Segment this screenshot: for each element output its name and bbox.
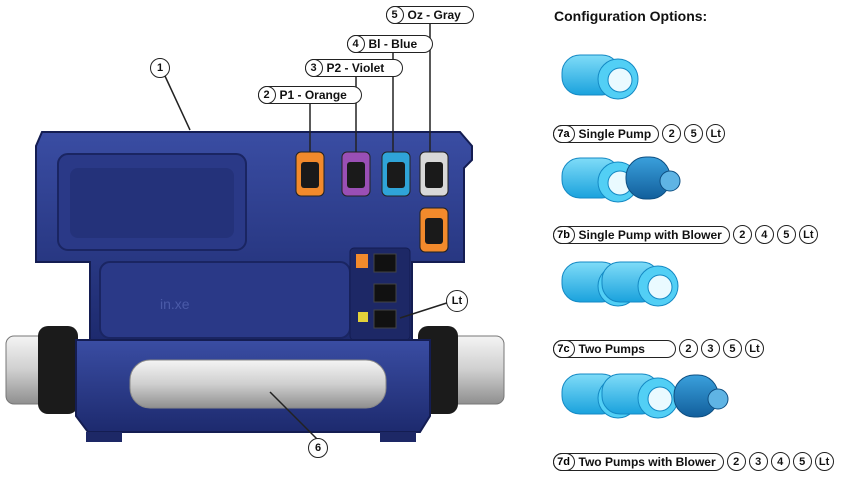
connector-plug xyxy=(381,151,411,197)
option-id: 7c xyxy=(552,339,575,358)
option-item: 5 xyxy=(684,124,704,143)
option-item: 2 xyxy=(678,339,698,358)
option-item: 2 xyxy=(732,225,752,244)
connector-text: Oz - Gray xyxy=(407,8,461,22)
brand-label: in.xe xyxy=(160,296,190,312)
option-item: Lt xyxy=(798,225,818,244)
connector-number: 4 xyxy=(346,35,365,53)
callout-housing: 1 xyxy=(150,58,170,78)
option-item: 3 xyxy=(700,339,720,358)
option-id: 7a xyxy=(552,124,575,143)
connector-label-p2: 3 P2 - Violet xyxy=(304,59,403,77)
config-title: Configuration Options: xyxy=(554,8,708,24)
option-pill: 7a Single Pump xyxy=(552,124,660,143)
option-item: 2 xyxy=(726,452,746,471)
option-7c: 7c Two Pumps 2 3 5 Lt xyxy=(552,339,764,358)
option-7a: 7a Single Pump 2 5 Lt xyxy=(552,124,726,143)
option-name: Two Pumps xyxy=(578,341,645,356)
option-id: 7d xyxy=(552,452,575,471)
pump-icon xyxy=(601,373,679,419)
option-item: Lt xyxy=(744,339,764,358)
option-name: Single Pump xyxy=(578,126,652,141)
connector-number: 3 xyxy=(304,59,323,77)
option-item: 3 xyxy=(748,452,768,471)
connector-label-p1: 2 P1 - Orange xyxy=(257,86,362,104)
heater-tube xyxy=(5,326,505,414)
connector-number: 5 xyxy=(385,6,404,24)
option-id: 7b xyxy=(552,225,575,244)
option-pill: 7d Two Pumps with Blower xyxy=(552,452,724,471)
option-item: 5 xyxy=(722,339,742,358)
connector-label-bl: 4 Bl - Blue xyxy=(346,35,433,53)
connector-plugs xyxy=(295,151,449,253)
option-pill: 7b Single Pump with Blower xyxy=(552,225,730,244)
connector-number: 2 xyxy=(257,86,276,104)
option-item: 4 xyxy=(770,452,790,471)
connector-plug xyxy=(419,151,449,197)
option-item: 5 xyxy=(776,225,796,244)
option-item: Lt xyxy=(814,452,834,471)
connector-plug xyxy=(341,151,371,197)
connector-plug xyxy=(419,207,449,253)
option-7b: 7b Single Pump with Blower 2 4 5 Lt xyxy=(552,225,818,244)
light-terminal-block xyxy=(356,253,397,329)
option-name: Single Pump with Blower xyxy=(578,227,722,242)
blower-icon xyxy=(625,156,681,200)
option-item: 2 xyxy=(662,124,682,143)
option-item: 4 xyxy=(754,225,774,244)
callout-heater: 6 xyxy=(308,438,328,458)
callout-light: Lt xyxy=(446,290,468,312)
connector-text: P1 - Orange xyxy=(279,88,347,102)
option-7d: 7d Two Pumps with Blower 2 3 4 5 Lt xyxy=(552,452,834,471)
blower-icon xyxy=(673,374,729,418)
pump-icon xyxy=(601,261,679,307)
connector-text: P2 - Violet xyxy=(326,61,385,75)
option-item: 5 xyxy=(792,452,812,471)
pump-illustrations xyxy=(561,54,729,419)
option-item: Lt xyxy=(706,124,726,143)
connector-text: Bl - Blue xyxy=(368,37,418,51)
option-name: Two Pumps with Blower xyxy=(578,454,716,469)
connector-label-oz: 5 Oz - Gray xyxy=(385,6,474,24)
pump-icon xyxy=(561,54,639,100)
option-pill: 7c Two Pumps xyxy=(552,339,676,358)
connector-plug xyxy=(295,151,325,197)
